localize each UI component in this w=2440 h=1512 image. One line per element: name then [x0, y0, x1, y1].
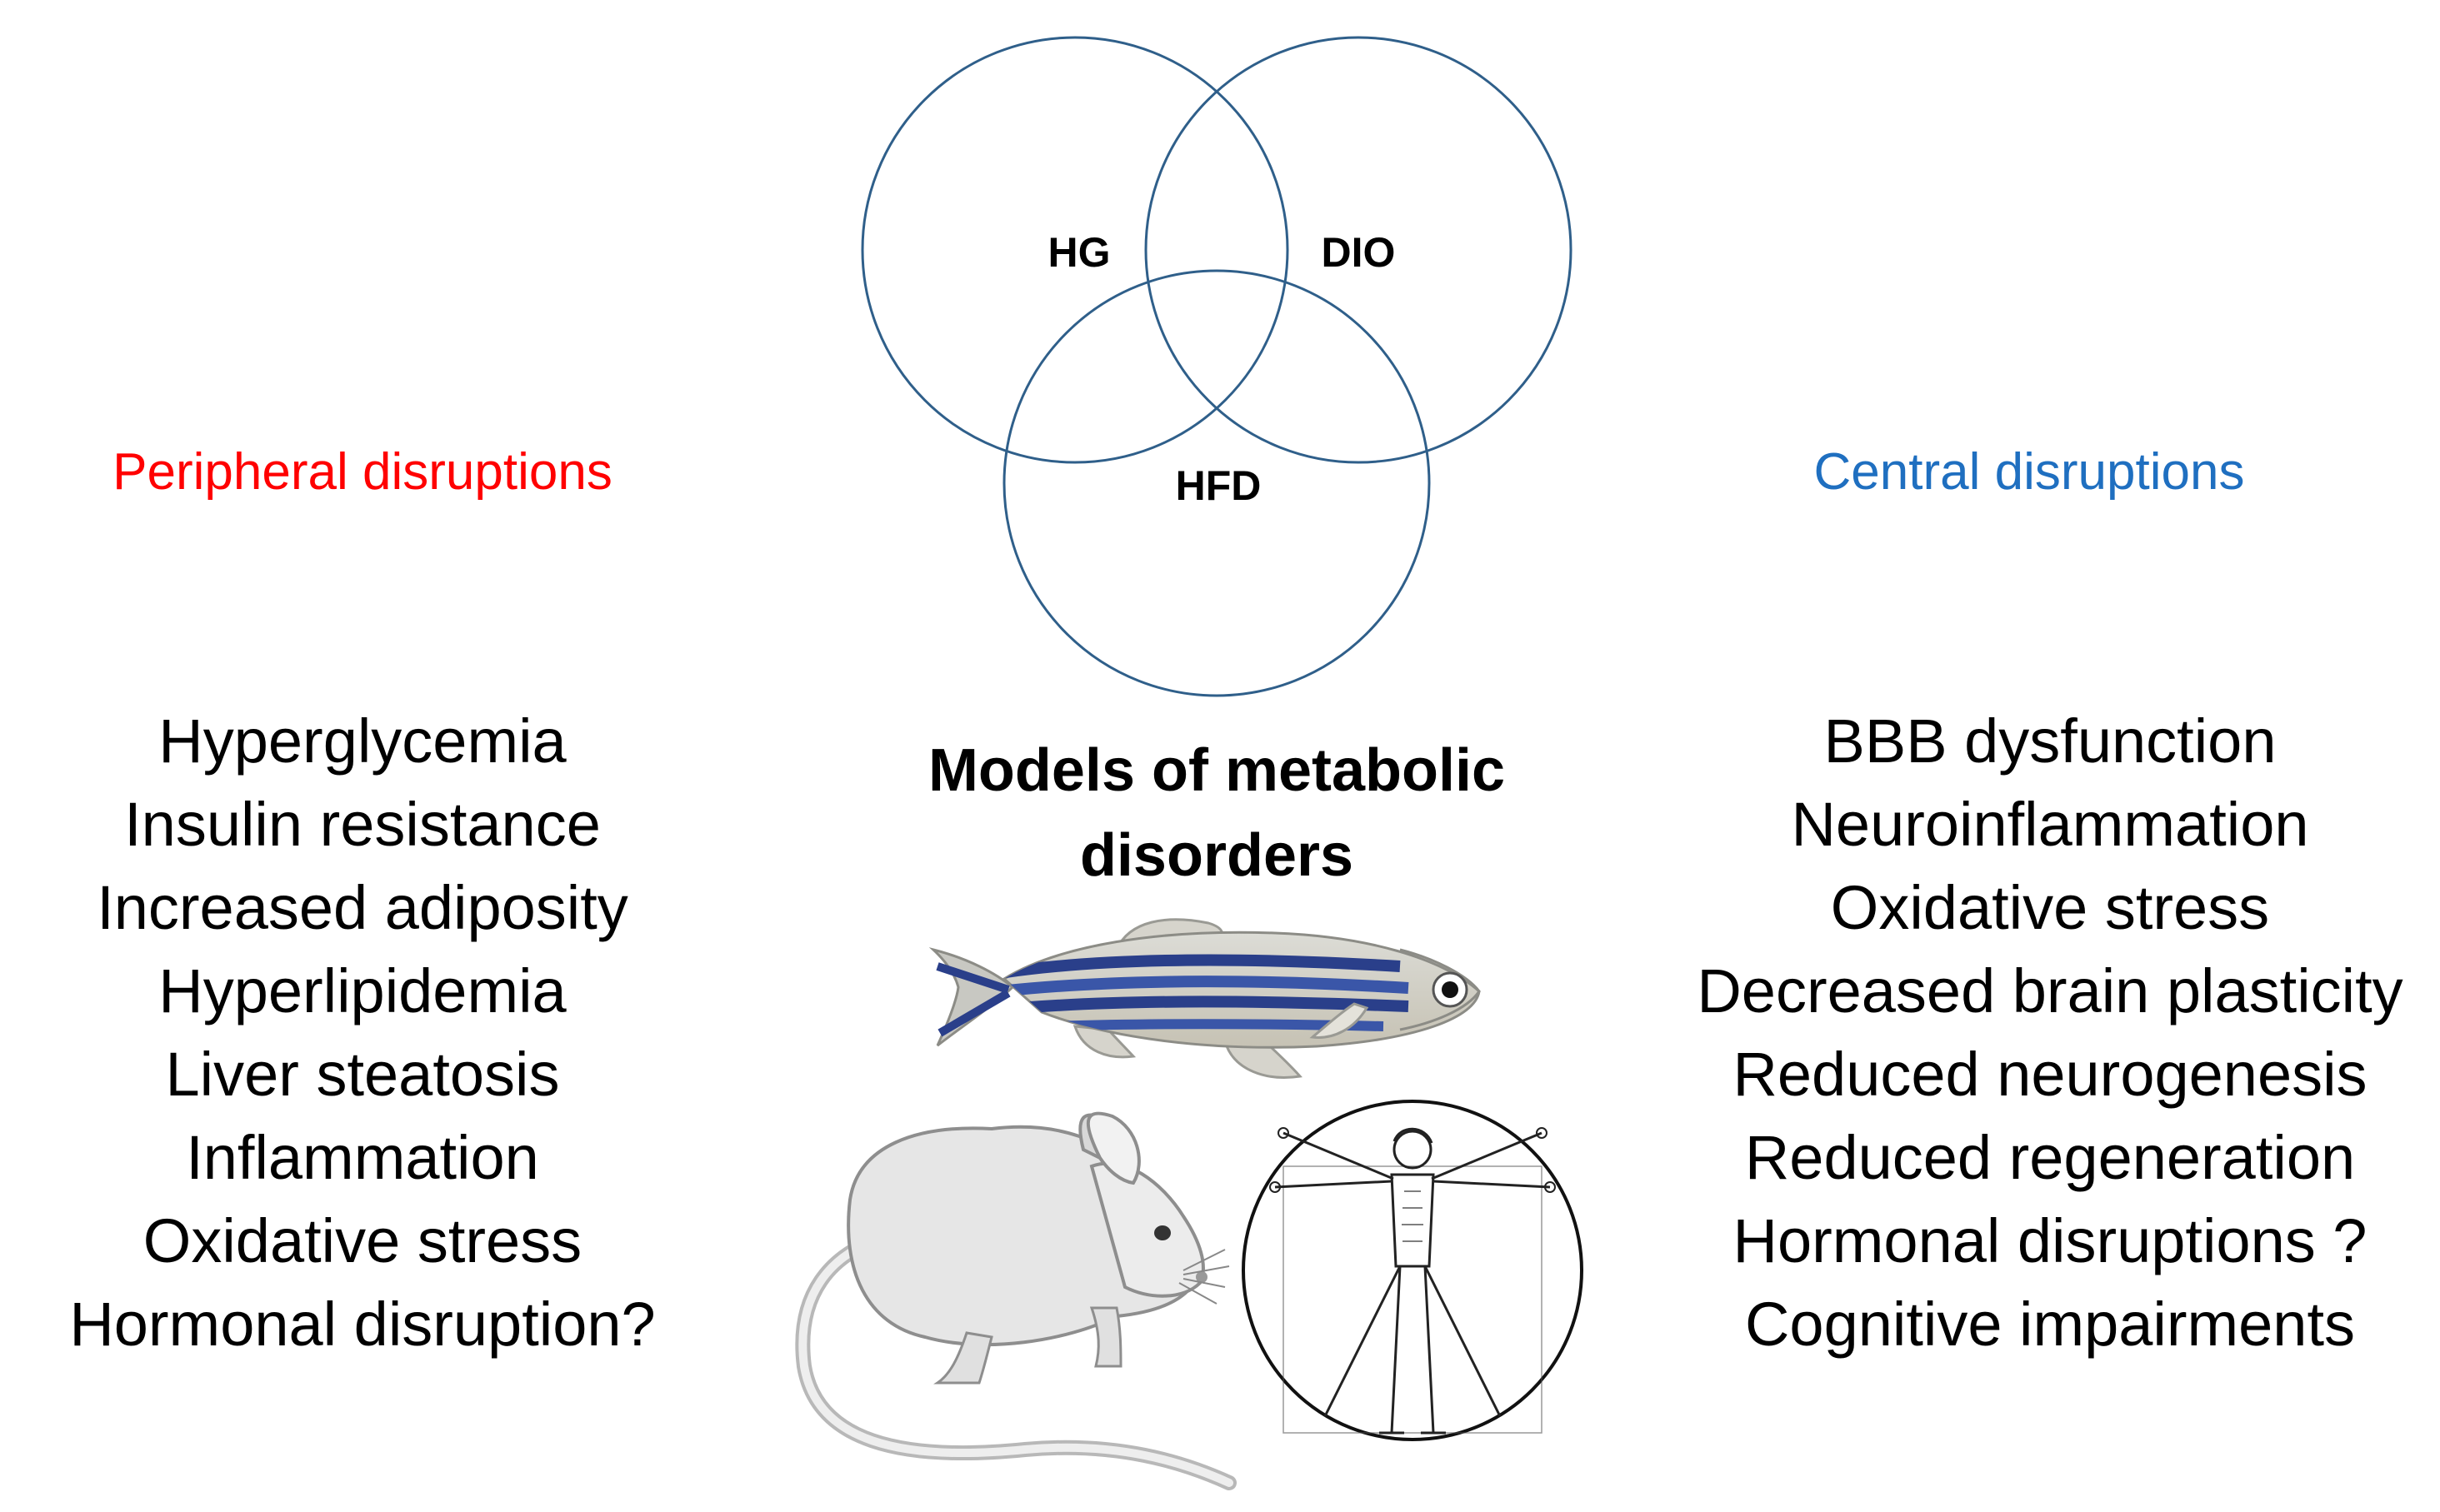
list-item: BBB dysfunction: [1823, 706, 2277, 776]
list-item: Hyperlipidemia: [158, 956, 567, 1025]
venn-circle-dio: [1144, 36, 1572, 464]
list-item: Reduced regeneration: [1744, 1123, 2356, 1192]
list-item: Cognitive impairments: [1744, 1290, 2356, 1359]
peripheral-disruptions-list: Hyperglycemia Insulin resistance Increas…: [17, 700, 708, 1366]
venn-circle-hg: [861, 36, 1289, 464]
venn-label-hg: HG: [1048, 229, 1111, 276]
venn-label-hfd: HFD: [1176, 462, 1262, 509]
mouse-icon: [795, 1111, 1237, 1490]
list-item: Inflammation: [186, 1123, 539, 1192]
zebrafish-icon: [928, 918, 1481, 1079]
list-item: Liver steatosis: [165, 1040, 560, 1109]
list-item: Increased adiposity: [97, 873, 628, 942]
central-disruptions-title: Central disruptions: [1813, 443, 2245, 501]
list-item: Neuroinflammation: [1791, 790, 2309, 859]
list-item: Hyperglycemia: [158, 706, 567, 776]
models-title: Models of metabolic disorders: [867, 728, 1567, 898]
list-item: Reduced neurogenesis: [1732, 1040, 2368, 1109]
vitruvian-man-icon: [1242, 1100, 1583, 1441]
list-item: Decreased brain plasticity: [1697, 956, 2403, 1025]
list-item: Insulin resistance: [124, 790, 601, 859]
list-item: Oxidative stress: [142, 1206, 582, 1275]
list-item: Oxidative stress: [1830, 873, 2270, 942]
list-item: Hormonal disruptions ?: [1732, 1206, 2368, 1275]
list-item: Hormonal disruption?: [69, 1290, 656, 1359]
central-disruptions-list: BBB dysfunction Neuroinflammation Oxidat…: [1667, 700, 2433, 1366]
models-title-line-2: disorders: [1079, 822, 1354, 889]
models-title-line-1: Models of metabolic: [928, 737, 1506, 804]
venn-label-dio: DIO: [1322, 229, 1396, 276]
venn-circle-hfd: [1002, 269, 1431, 697]
peripheral-disruptions-title: Peripheral disruptions: [112, 443, 612, 501]
